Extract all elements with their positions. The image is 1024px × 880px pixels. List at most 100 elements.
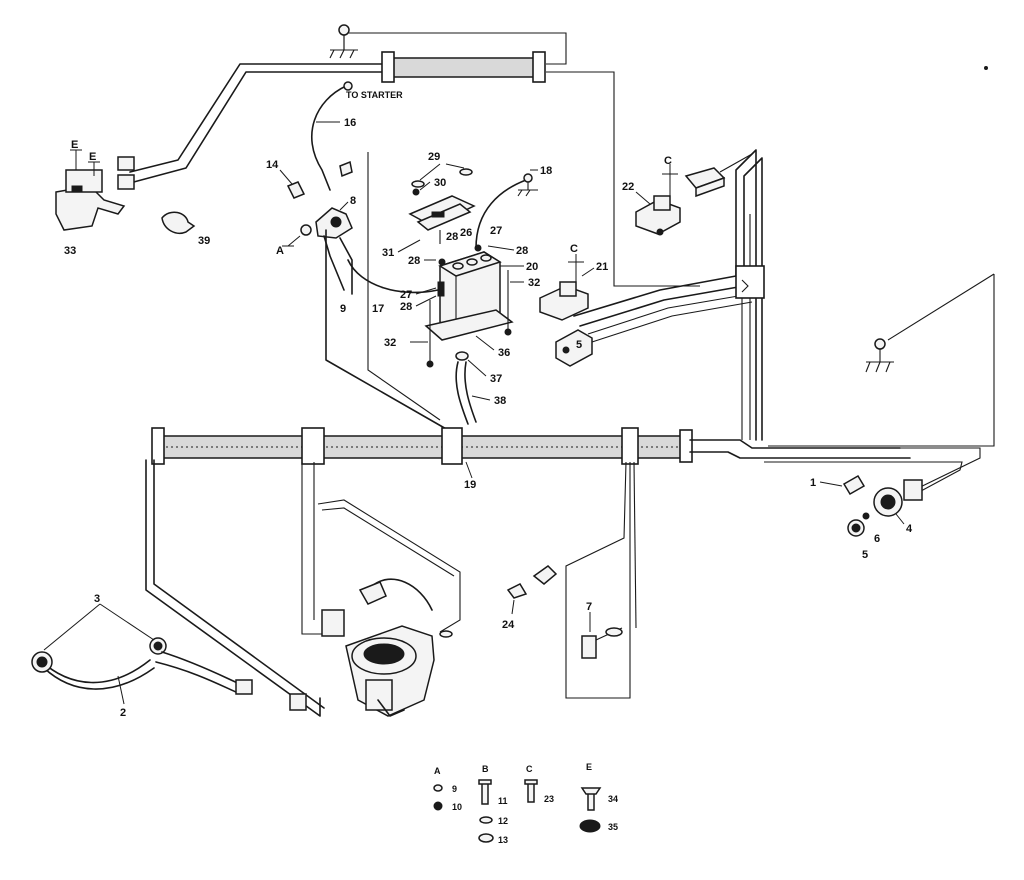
harness-clip xyxy=(381,51,395,83)
part-label-39: 39 xyxy=(198,235,210,247)
hardware-legend: A 9 10 B 11 12 13 C 23 E 34 35 xyxy=(433,762,618,845)
part-label-31: 31 xyxy=(382,247,394,259)
letter-label-c: C xyxy=(570,243,578,255)
part-label-9: 9 xyxy=(340,303,346,315)
right-ground xyxy=(768,273,995,447)
part-label-28: 28 xyxy=(400,301,412,313)
part-label-22: 22 xyxy=(622,181,634,193)
wing-nut xyxy=(459,168,473,176)
terminal-part-24 xyxy=(506,583,528,599)
main-harness-19: 19 xyxy=(151,427,981,499)
part-label-19: 19 xyxy=(464,479,476,491)
legend-item: 10 xyxy=(452,802,462,812)
connector-plug xyxy=(289,693,307,711)
battery-cable xyxy=(347,259,439,294)
part-label-4: 4 xyxy=(906,523,913,535)
stray-dot xyxy=(984,66,988,70)
part-label-7: 7 xyxy=(586,601,592,613)
connector-plug xyxy=(532,565,558,585)
part-label-2: 2 xyxy=(120,707,126,719)
part-label-30: 30 xyxy=(434,177,446,189)
legend-item: 9 xyxy=(452,784,457,794)
key-part-1 xyxy=(842,474,866,496)
lock-washer xyxy=(862,512,870,520)
legend-item: 23 xyxy=(544,794,554,804)
ground-symbol xyxy=(329,35,358,59)
letter-label-e: E xyxy=(89,151,96,163)
part-label-28: 28 xyxy=(516,245,528,257)
connector-part-5: 5 xyxy=(555,329,593,367)
legend-item: 34 xyxy=(608,794,618,804)
ring-terminal xyxy=(343,81,353,91)
legend-item: 11 xyxy=(498,796,508,806)
legend-letter-e: E xyxy=(586,762,592,772)
harness-clip xyxy=(301,427,325,465)
ignition-switch-assembly xyxy=(317,499,461,717)
part-label-36: 36 xyxy=(498,347,510,359)
harness-clip xyxy=(532,51,546,83)
vent-tube-38: 37 38 xyxy=(455,351,506,425)
harness-clip xyxy=(735,265,765,299)
letter-label-c: C xyxy=(664,155,672,167)
harness-drop-wire xyxy=(367,152,441,421)
washer xyxy=(300,224,312,236)
switch-body xyxy=(65,169,103,193)
harness-drop-wire xyxy=(325,229,449,431)
part-label-26: 26 xyxy=(460,227,472,239)
cable-clip-39: 39 xyxy=(161,211,210,247)
legend-letter-c: C xyxy=(526,764,533,774)
part-label-27: 27 xyxy=(400,289,412,301)
part-label-37: 37 xyxy=(490,373,502,385)
wing-nut xyxy=(411,180,425,188)
letter-label-a: A xyxy=(276,245,284,257)
switch-part-7 xyxy=(581,635,597,659)
part-label-14: 14 xyxy=(266,159,279,171)
connector-plug xyxy=(358,581,387,605)
connector-plug xyxy=(117,174,135,190)
part-label-28: 28 xyxy=(408,255,420,267)
right-harness xyxy=(573,149,765,441)
to-starter-callout: TO STARTER xyxy=(346,90,403,100)
part-label-18: 18 xyxy=(540,165,552,177)
letter-label-e: E xyxy=(71,139,78,151)
part-label-3: 3 xyxy=(94,593,100,605)
harness-clip xyxy=(441,427,463,465)
connector-plug xyxy=(235,679,253,695)
part-label-38: 38 xyxy=(494,395,506,407)
part-label-20: 20 xyxy=(526,261,538,273)
part-label-29: 29 xyxy=(428,151,440,163)
part-label-5: 5 xyxy=(576,339,582,351)
part-label-24: 24 xyxy=(502,619,515,631)
switch-part-33: E E 33 xyxy=(55,139,126,257)
part-label-8: 8 xyxy=(350,195,356,207)
part-label-32: 32 xyxy=(384,337,396,349)
harness-clip xyxy=(679,429,693,463)
legend-item: 12 xyxy=(498,816,508,826)
lower-left-harness xyxy=(145,459,345,717)
ground-cable-18: 18 xyxy=(475,165,552,249)
upper-loom-sleeve xyxy=(385,57,545,78)
switch-part-22: C 22 xyxy=(622,155,681,236)
light-sockets-3: 3 2 xyxy=(31,593,253,719)
legend-letter-a: A xyxy=(434,766,441,776)
part-label-28: 28 xyxy=(446,231,458,243)
legend-item: 35 xyxy=(608,822,618,832)
lower-right-harness: 24 7 xyxy=(502,461,637,699)
part-label-21: 21 xyxy=(596,261,608,273)
part-label-1: 1 xyxy=(810,477,816,489)
harness-clip xyxy=(151,427,165,465)
harness-clip xyxy=(621,427,639,465)
part-label-16: 16 xyxy=(344,117,356,129)
terminal-part-8: 8 A 9 xyxy=(276,160,356,315)
connector-plug xyxy=(321,609,345,637)
switch-part-21: C 21 xyxy=(539,243,608,321)
legend-item: 13 xyxy=(498,835,508,845)
starter-cable: TO STARTER 16 xyxy=(311,81,403,191)
bolt-part-14: 14 xyxy=(266,159,306,199)
battery-bracket: 31 29 30 xyxy=(382,151,476,259)
part-label-33: 33 xyxy=(64,245,76,257)
part-label-17: 17 xyxy=(372,303,384,315)
connector-plug xyxy=(117,156,135,171)
part-label-32: 32 xyxy=(528,277,540,289)
